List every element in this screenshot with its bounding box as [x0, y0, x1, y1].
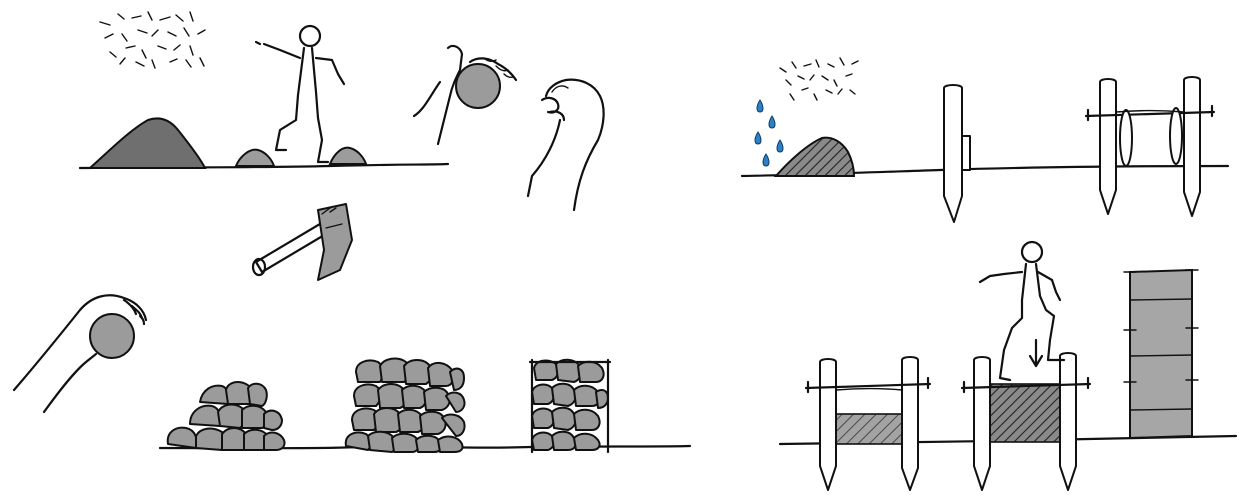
right-panel-rammed-earth — [742, 58, 1236, 490]
stone-wall-icon — [346, 359, 465, 452]
down-arrow-icon — [1030, 340, 1042, 366]
wooden-post-icon — [944, 85, 970, 222]
rammed-earth-wall-icon — [1124, 270, 1198, 438]
earth-mound-icon — [90, 118, 205, 168]
stick-figure-icon — [980, 242, 1064, 380]
wooden-formwork-icon — [962, 353, 1090, 490]
rock-dust-icon — [780, 58, 858, 100]
rock-icon — [330, 148, 366, 164]
stone-gabion-wall-icon — [530, 360, 610, 452]
hand-shaping-icon — [528, 80, 604, 210]
stone-pile-icon — [168, 382, 285, 450]
left-panel-stone-wall — [14, 12, 690, 452]
rock-dust-icon — [100, 12, 205, 68]
earth-mound-icon — [776, 138, 854, 176]
wooden-formwork-icon — [1086, 77, 1214, 216]
stone-axe-icon — [253, 204, 352, 280]
hand-holding-stone-icon — [14, 295, 146, 412]
rock-icon — [236, 150, 274, 166]
stick-figure-icon — [256, 26, 344, 162]
water-drops-icon — [755, 100, 783, 166]
hand-holding-stone-icon — [414, 46, 516, 144]
wooden-formwork-icon — [806, 357, 930, 490]
